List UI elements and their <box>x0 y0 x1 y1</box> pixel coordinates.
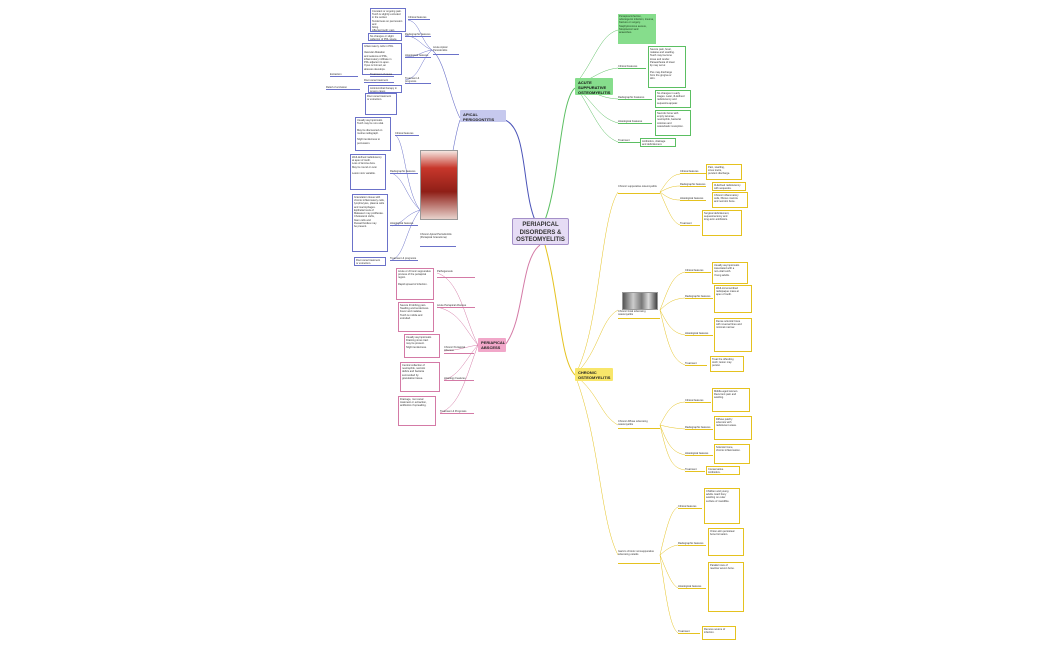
text-cs-radiographic: Ill-defined radiolucency with sequestra. <box>712 182 746 191</box>
node-cd-histological[interactable]: Histological features <box>685 452 713 457</box>
text-chronic-treatment: Root canal treatment or extraction. <box>354 257 386 266</box>
node-acute-radiographic[interactable]: Radiographic features <box>405 33 431 38</box>
item-relief-occlusion: Relief of occlusion <box>326 86 360 91</box>
text-abscess-histology: Central collection of neutrophils, necro… <box>400 362 440 392</box>
text-abscess-pathogenesis: Acute or chronic suppurative process of … <box>396 268 434 300</box>
node-cf-clinical[interactable]: Clinical features <box>685 269 711 274</box>
node-acute-osteo-radiographic[interactable]: Radiographic Features <box>618 96 652 101</box>
node-acute-histological[interactable]: Histological features <box>405 54 431 59</box>
text-cd-treatment: Conservative. Antibiotics. <box>706 466 740 475</box>
node-chronic-apical-periodontitis[interactable]: Chronic Apical Periodontitis (Periapical… <box>420 233 456 247</box>
node-abscess-histology[interactable]: Histology Features <box>444 377 474 382</box>
text-acute-clinical: Constant or ongoing pain. Tooth is sligh… <box>370 8 406 32</box>
branch-chronic-osteomyelitis[interactable]: CHRONIC OSTEOMYELITIS <box>575 368 613 381</box>
connector-acute <box>544 87 576 221</box>
text-cf-treatment: Treat the offending tooth; lesion may pe… <box>710 356 744 372</box>
text-chronic-radiographic: Well-defined radiolucency at apex of too… <box>350 154 386 190</box>
text-cd-radiographic: Diffuse patchy sclerosis with radiolucen… <box>714 416 752 440</box>
node-cf-treatment[interactable]: Treatment <box>685 362 707 367</box>
text-abscess-treatment: Drainage, root canal treatment or extrac… <box>398 396 436 426</box>
node-cs-radiographic[interactable]: Radiographic features <box>680 183 706 188</box>
node-chronic-diffuse-sclerosing[interactable]: Chronic diffuse sclerosing osteomyelitis <box>618 420 660 429</box>
node-g-histological[interactable]: Histological features <box>678 585 706 590</box>
text-cs-treatment: Surgical debridement, sequestrectomy and… <box>702 210 742 236</box>
node-chronic-focal-sclerosing[interactable]: Chronic focal sclerosing osteomyelitis <box>618 310 660 319</box>
text-acute-osteo-radiographic: No changes in early stages. Later, ill-d… <box>655 90 691 108</box>
node-cd-radiographic[interactable]: Radiographic features <box>685 426 713 431</box>
item-treatment-cause: Treatment of cause <box>370 73 394 78</box>
node-g-clinical[interactable]: Clinical features <box>678 505 702 510</box>
node-chronic-treatment[interactable]: Treatment & prognosis <box>390 257 418 262</box>
text-chronic-clinical: Usually asymptomatic. Tooth may be non-v… <box>355 117 391 151</box>
node-cs-treatment[interactable]: Treatment <box>680 222 700 227</box>
node-acute-periapical-abscess[interactable]: Acute Periapical Abscess <box>437 304 475 309</box>
central-topic[interactable]: PERIAPICAL DISORDERS & OSTEOMYELITIS <box>512 218 569 245</box>
text-cd-clinical: Middle-aged women. Recurrent pain and sw… <box>712 388 750 412</box>
text-acute-radiographic: No changes or slight widening of PDL spa… <box>368 33 402 41</box>
node-acute-apical-periodontitis[interactable]: Acute Apical Periodontitis <box>433 46 459 55</box>
connector-apical-acute <box>431 49 461 119</box>
text-chronic-intro: Root canal treatment or extraction. <box>365 93 397 115</box>
text-g-clinical: Children and young adults. Hard bony swe… <box>704 488 740 524</box>
connector-apical <box>504 119 541 231</box>
node-acute-osteo-histological[interactable]: Histological Features <box>618 120 652 125</box>
node-acute-osteo-treatment[interactable]: Treatment <box>618 139 640 144</box>
node-chronic-clinical[interactable]: Clinical features <box>395 132 419 137</box>
item-extraction: Extraction <box>330 73 358 78</box>
branch-acute-osteomyelitis[interactable]: ACUTE SUPPURATIVE OSTEOMYELITIS <box>575 78 613 95</box>
node-acute-clinical[interactable]: Clinical features <box>408 16 430 21</box>
text-cd-histological: Sclerotic bone, chronic inflammation. <box>714 444 750 464</box>
node-chronic-periapical-abscess[interactable]: Chronic Periapical Abscess <box>444 346 474 354</box>
text-cf-clinical: Usually asymptomatic. Associated with a … <box>712 262 748 284</box>
text-g-histological: Parallel rows of reactive woven bone. <box>708 562 744 612</box>
text-acute-osteo-histological: Necrotic bone with empty lacunae, neutro… <box>655 110 691 136</box>
acute-osteo-intro: Periapical infection, odontogenic infect… <box>618 14 656 44</box>
node-abscess-treatment[interactable]: Treatment & Prognosis <box>440 410 474 415</box>
text-cf-histological: Dense sclerotic bone with reversal lines… <box>714 318 752 352</box>
text-acute-osteo-clinical: Severe pain, fever, malaise and swelling… <box>648 46 686 88</box>
text-cf-radiographic: Well-circumscribed radiopaque mass at ap… <box>714 285 752 313</box>
connector-abscess <box>504 244 541 346</box>
node-cd-treatment[interactable]: Treatment <box>685 468 705 473</box>
node-cd-clinical[interactable]: Clinical features <box>685 399 711 404</box>
text-chronic-periapical-abscess: Usually asymptomatic. Draining sinus tra… <box>404 334 440 358</box>
node-chronic-histological[interactable]: Histological features <box>390 222 418 227</box>
text-cs-clinical: Pain, swelling, sinus tracts, purulent d… <box>706 164 742 180</box>
node-abscess-pathogenesis[interactable]: Pathogenesis <box>437 270 475 278</box>
text-chronic-histological: Granulation tissue with chronic inflamma… <box>352 194 388 252</box>
node-cf-histological[interactable]: Histological features <box>685 332 713 337</box>
text-acute-periapical-abscess: Severe throbbing pain. Swelling and tend… <box>398 302 434 332</box>
node-g-treatment[interactable]: Treatment <box>678 630 700 635</box>
branch-apical-periodontitis[interactable]: APICAL PERIODONTITIS <box>460 110 506 122</box>
node-acute-treatment[interactable]: Treatment & prognosis <box>405 77 431 85</box>
radiograph-image <box>622 292 658 310</box>
node-chronic-radiographic[interactable]: Radiographic features <box>390 170 418 175</box>
text-acute-osteo-treatment: Antibiotics, drainage and debridement. <box>640 138 676 147</box>
node-acute-osteo-clinical[interactable]: Clinical Features <box>618 65 646 70</box>
branch-periapical-abscess[interactable]: PERIAPICAL ABSCESS <box>478 338 506 352</box>
node-chronic-suppurative[interactable]: Chronic suppurative osteomyelitis <box>618 185 660 194</box>
text-cs-histological: Chronic inflammatory cells, fibrous marr… <box>712 192 748 208</box>
text-acute-histological: Inflammatory cells in PDL Vascular dilat… <box>362 43 402 75</box>
tooth-histology-image <box>420 150 458 220</box>
node-g-radiographic[interactable]: Radiographic features <box>678 542 706 547</box>
connector-chronic <box>544 244 576 376</box>
text-g-radiographic: Onion-skin periosteal bone formation. <box>708 528 744 556</box>
item-root-canal: Root canal treatment <box>364 79 394 84</box>
text-acute-treatment: Antimicrobial therapy in severe cases Oc… <box>368 85 402 93</box>
node-garre-osteitis[interactable]: Garre's chronic nonsuppurative sclerosin… <box>618 550 660 564</box>
node-cf-radiographic[interactable]: Radiographic features <box>685 295 713 300</box>
node-cs-clinical[interactable]: Clinical features <box>680 170 706 175</box>
node-cs-histological[interactable]: Histological features <box>680 197 706 202</box>
text-g-treatment: Remove source of infection. <box>702 626 736 640</box>
